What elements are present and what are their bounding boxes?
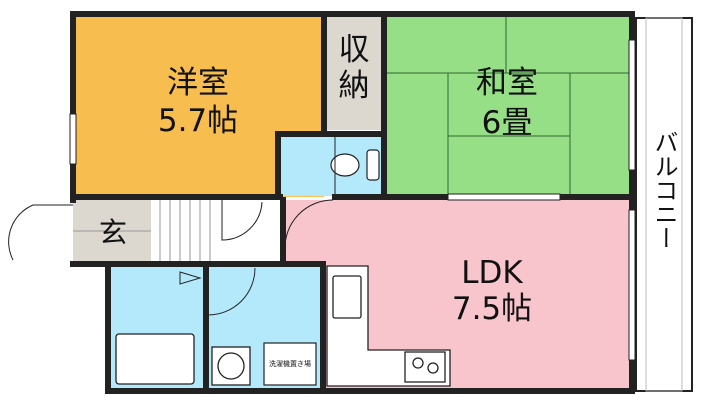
japanese-room xyxy=(385,16,630,197)
closet xyxy=(324,16,382,130)
tatami-lines xyxy=(385,16,630,197)
ldk-size: 7.5帖 xyxy=(451,291,533,327)
toilet-fixture xyxy=(330,149,380,181)
doors xyxy=(8,135,336,316)
hallway xyxy=(151,200,281,262)
entrance-label: 玄 xyxy=(98,216,127,249)
japanese-room-name: 和室 xyxy=(476,65,538,101)
western-room-size: 5.7帖 xyxy=(157,103,239,139)
ldk-room xyxy=(283,200,630,391)
closet-label: 収納 xyxy=(338,32,370,104)
laundry-label: 洗濯機置き場 xyxy=(269,360,311,368)
ldk-name: LDK xyxy=(461,255,523,291)
kitchen-counter xyxy=(326,265,451,387)
laundry-area xyxy=(263,342,317,386)
wash-basin xyxy=(211,346,251,386)
balcony-label: バルコニー xyxy=(650,130,678,250)
balcony xyxy=(635,17,693,392)
bathtub xyxy=(115,333,195,385)
windows xyxy=(69,39,636,361)
japanese-room-size: 6畳 xyxy=(481,105,533,141)
western-room-name: 洋室 xyxy=(167,65,229,101)
